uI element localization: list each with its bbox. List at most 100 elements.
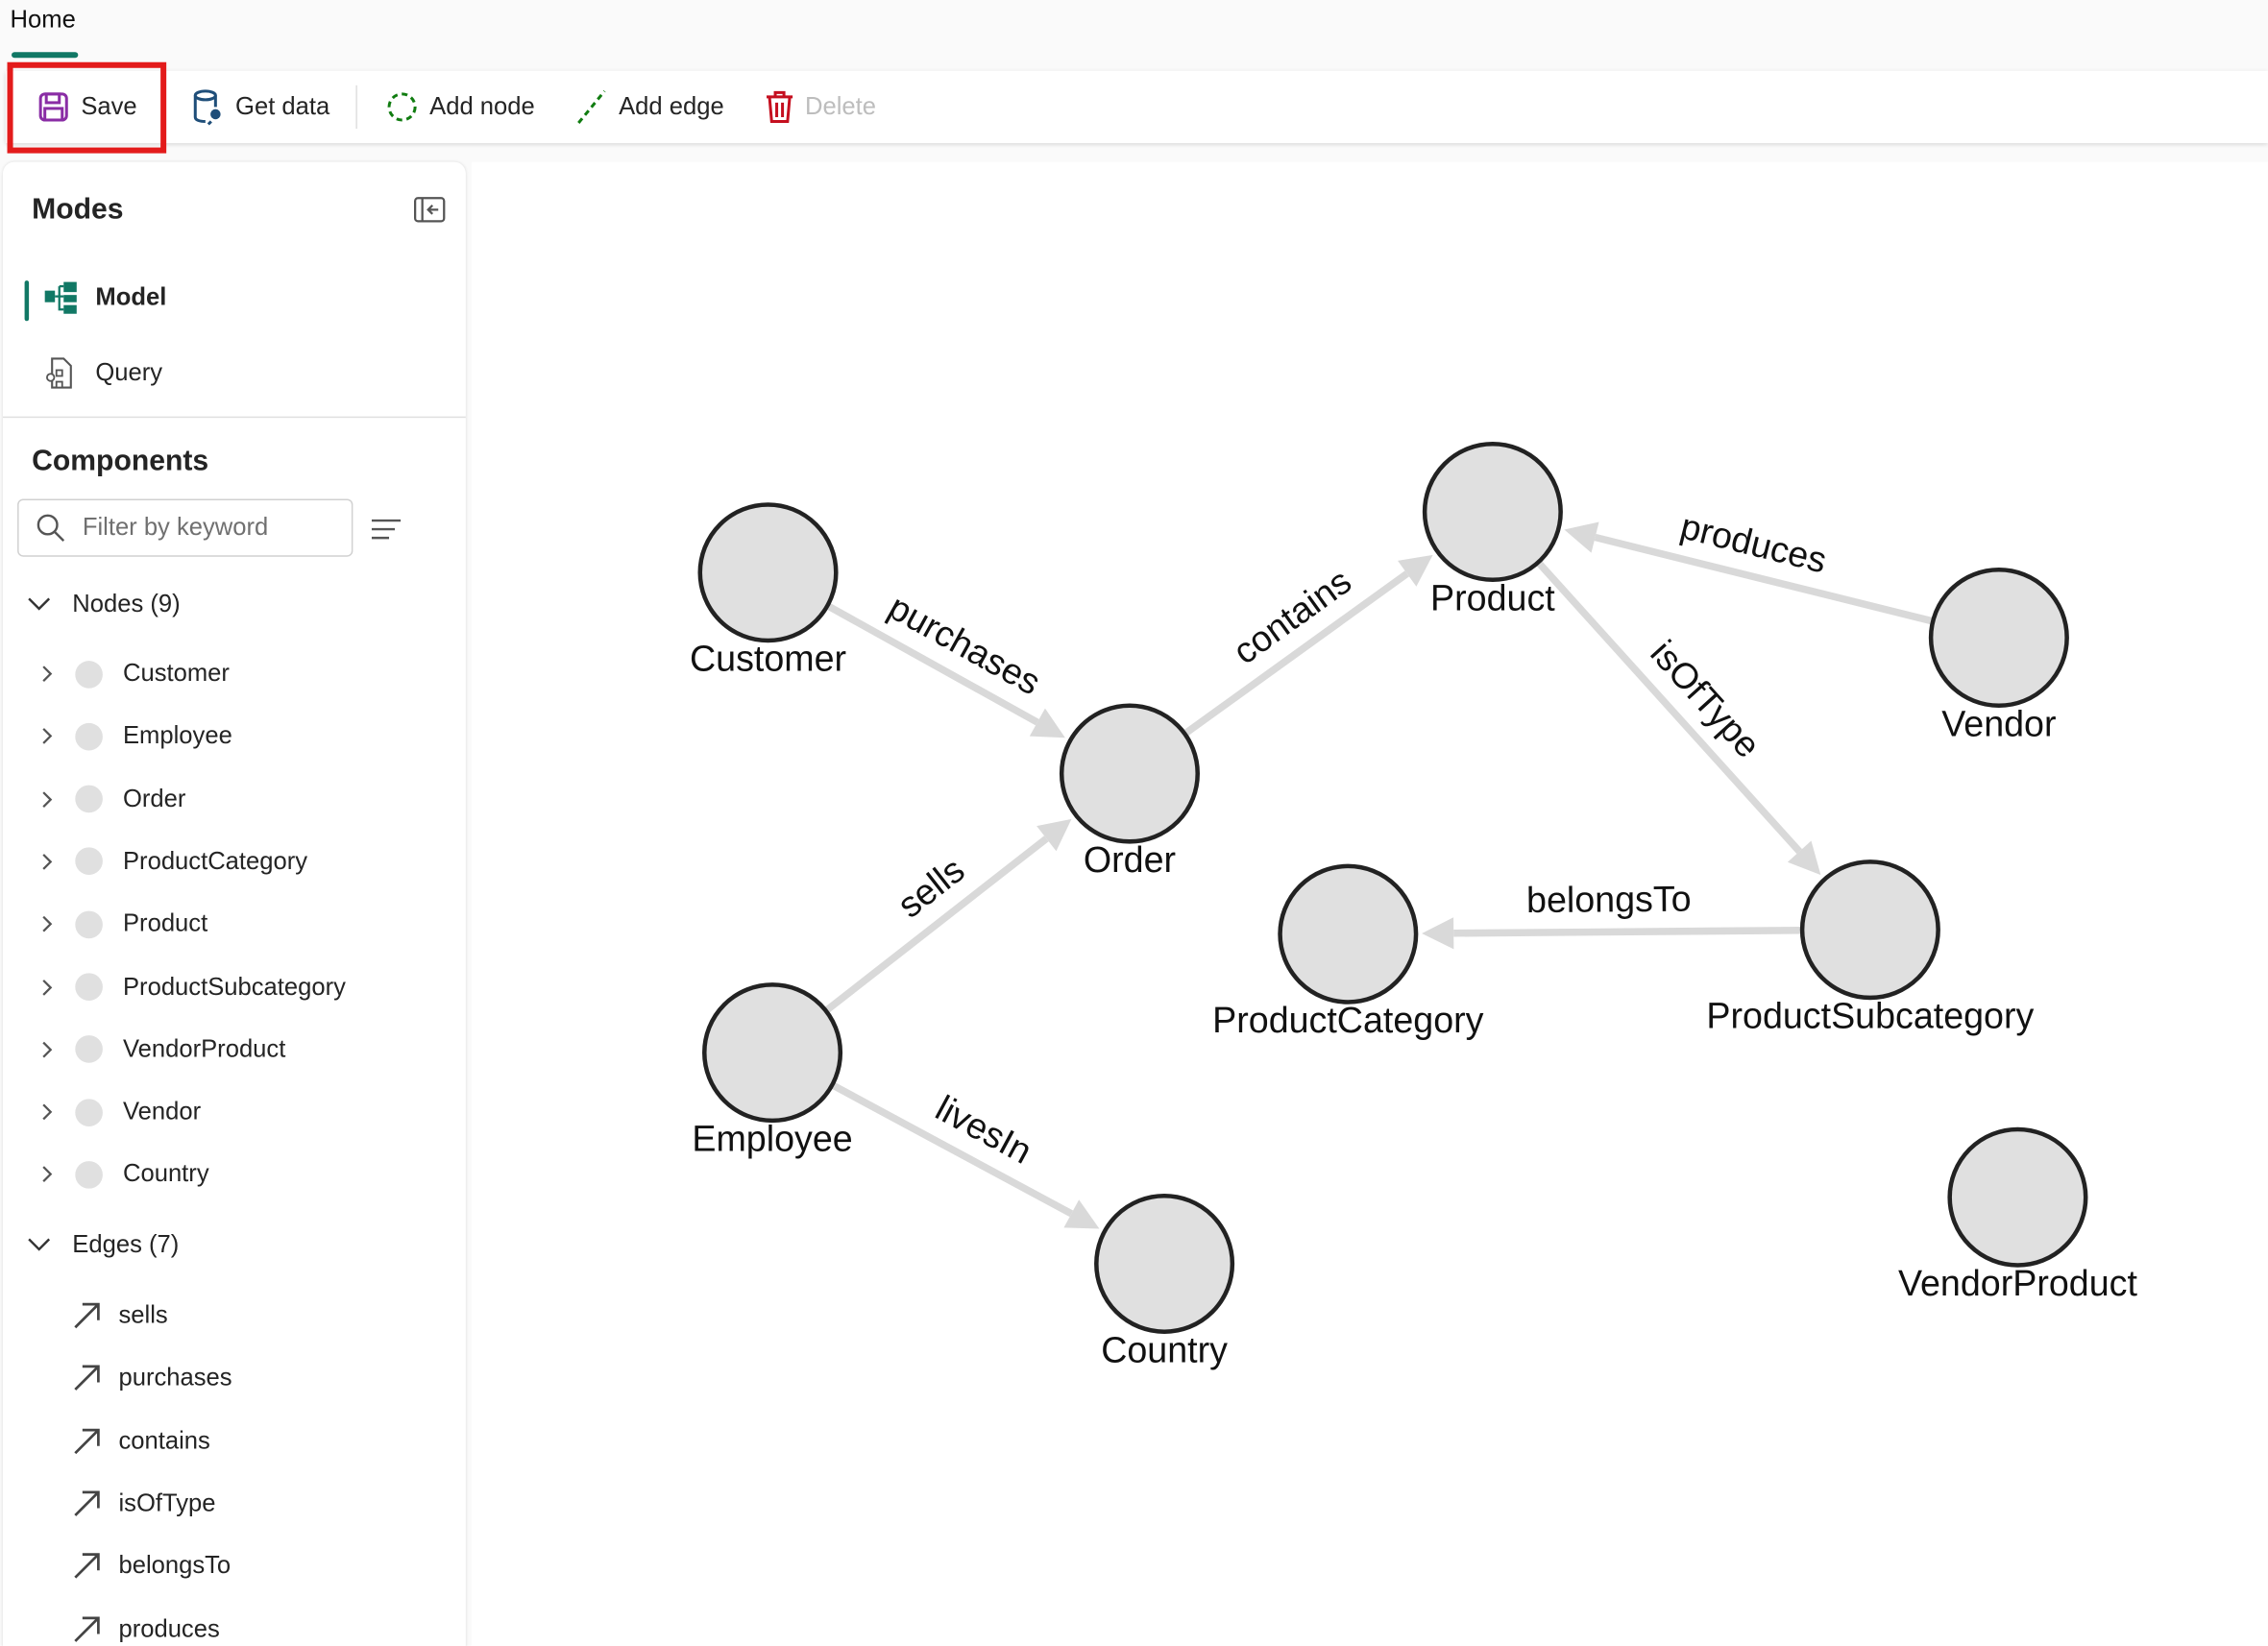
edge-arrowhead [1422, 917, 1454, 950]
edge-list-item[interactable]: produces [72, 1614, 220, 1643]
get-data-button[interactable]: Get data [192, 88, 329, 126]
delete-label: Delete [805, 92, 877, 120]
edge-list-item[interactable]: isOfType [72, 1489, 215, 1518]
graph-node-label: Vendor [1941, 703, 2056, 743]
save-button[interactable]: Save [37, 91, 137, 123]
graph-node-label: Order [1084, 839, 1176, 880]
graph-node-Customer[interactable] [697, 502, 839, 643]
mode-model[interactable]: Model [43, 280, 166, 315]
chevron-right-icon [42, 916, 53, 932]
graph-edge-sells[interactable] [823, 835, 1049, 1014]
filter-search-box[interactable] [17, 498, 354, 557]
node-label: Customer [122, 659, 230, 688]
graph-edge-produces[interactable] [1594, 533, 1935, 625]
graph-node-Product[interactable] [1422, 441, 1563, 583]
edge-label: contains [118, 1426, 210, 1455]
node-list-item[interactable]: Country [40, 1160, 209, 1189]
tab-active-indicator [12, 52, 79, 59]
edge-arrowhead [1564, 521, 1599, 553]
graph-node-ProductSubcategory[interactable] [1799, 859, 1940, 1001]
edge-list-item[interactable]: purchases [72, 1364, 232, 1392]
edge-arrowhead [1398, 554, 1433, 587]
chevron-right-icon [42, 853, 53, 870]
edge-list-item[interactable]: contains [72, 1427, 210, 1456]
node-label: Order [122, 784, 186, 812]
database-icon [193, 89, 221, 126]
node-label: Employee [122, 721, 232, 750]
graph-edge-label: produces [1676, 505, 1830, 580]
node-label: ProductCategory [122, 847, 308, 875]
node-list-item[interactable]: Customer [40, 660, 230, 689]
graph-node-Employee[interactable] [702, 982, 843, 1124]
sidebar: Modes Model Query Components Nodes (9) C… [3, 161, 466, 1646]
query-icon [46, 357, 72, 389]
node-list-item[interactable]: ProductCategory [40, 847, 307, 876]
node-list-item[interactable]: Order [40, 785, 185, 813]
graph-edge-contains[interactable] [1183, 570, 1409, 738]
node-list-item[interactable]: ProductSubcategory [40, 973, 346, 1002]
filter-input[interactable] [79, 512, 346, 545]
arrow-up-right-icon [74, 1365, 100, 1392]
node-list-item[interactable]: Employee [40, 722, 232, 751]
modes-title: Modes [32, 193, 124, 226]
graph-node-VendorProduct[interactable] [1947, 1126, 2088, 1268]
tab-home[interactable]: Home [10, 6, 76, 34]
node-dot-icon [75, 1035, 103, 1064]
add-edge-icon [576, 89, 606, 124]
graph-node-ProductCategory[interactable] [1278, 863, 1419, 1005]
chevron-right-icon [42, 790, 53, 808]
graph-node-Order[interactable] [1059, 703, 1200, 844]
add-node-icon [387, 92, 417, 122]
save-highlight-box [7, 61, 167, 154]
add-node-label: Add node [429, 92, 535, 120]
node-list-item[interactable]: Vendor [40, 1098, 201, 1126]
node-dot-icon [75, 910, 103, 938]
graph-node-label: VendorProduct [1898, 1263, 2137, 1303]
node-dot-icon [75, 973, 103, 1001]
toolbar-divider [355, 85, 357, 130]
mode-query[interactable]: Query [43, 355, 162, 390]
nodes-group-header[interactable]: Nodes (9) [26, 590, 181, 618]
edge-label: purchases [118, 1364, 232, 1392]
node-label: Vendor [122, 1097, 202, 1126]
graph-node-Vendor[interactable] [1928, 567, 2069, 709]
graph-edge-purchases[interactable] [825, 602, 1039, 726]
graph-node-label: ProductSubcategory [1706, 996, 2034, 1036]
node-dot-icon [75, 660, 103, 688]
arrow-up-right-icon [74, 1428, 100, 1454]
graph-node-Country[interactable] [1094, 1193, 1235, 1335]
add-node-button[interactable]: Add node [386, 91, 535, 123]
graph-edge-belongsTo[interactable] [1453, 926, 1803, 937]
chevron-right-icon [42, 979, 53, 995]
graph-node-label: Customer [690, 639, 846, 679]
node-label: Product [122, 909, 208, 937]
add-edge-button[interactable]: Add edge [575, 88, 724, 126]
graph-edge-livesIn[interactable] [830, 1081, 1074, 1218]
components-title: Components [32, 445, 209, 477]
edge-list-item[interactable]: sells [72, 1301, 168, 1330]
graph-edge-label: sells [890, 849, 971, 925]
edges-header-label: Edges (7) [72, 1230, 180, 1258]
graph-edge-isOfType[interactable] [1535, 560, 1802, 855]
nodes-header-label: Nodes (9) [72, 590, 181, 617]
edges-group-header[interactable]: Edges (7) [26, 1230, 179, 1259]
edge-list-item[interactable]: belongsTo [72, 1552, 231, 1581]
node-label: VendorProduct [122, 1034, 286, 1063]
chevron-right-icon [42, 1041, 53, 1058]
node-list-item[interactable]: Product [40, 909, 207, 938]
sidebar-divider [3, 416, 466, 419]
filter-options-icon[interactable] [370, 517, 402, 543]
collapse-pane-icon[interactable] [414, 197, 446, 223]
node-list-item[interactable]: VendorProduct [40, 1035, 285, 1064]
chevron-right-icon [42, 666, 53, 682]
edge-arrowhead [1036, 818, 1072, 852]
node-label: ProductSubcategory [122, 972, 346, 1001]
graph-node-label: ProductCategory [1212, 1000, 1484, 1040]
edge-label: produces [118, 1614, 220, 1642]
edge-arrowhead [1063, 1199, 1100, 1229]
delete-button[interactable]: Delete [765, 89, 876, 124]
chevron-right-icon [42, 1166, 53, 1183]
graph-node-label: Country [1101, 1329, 1228, 1369]
